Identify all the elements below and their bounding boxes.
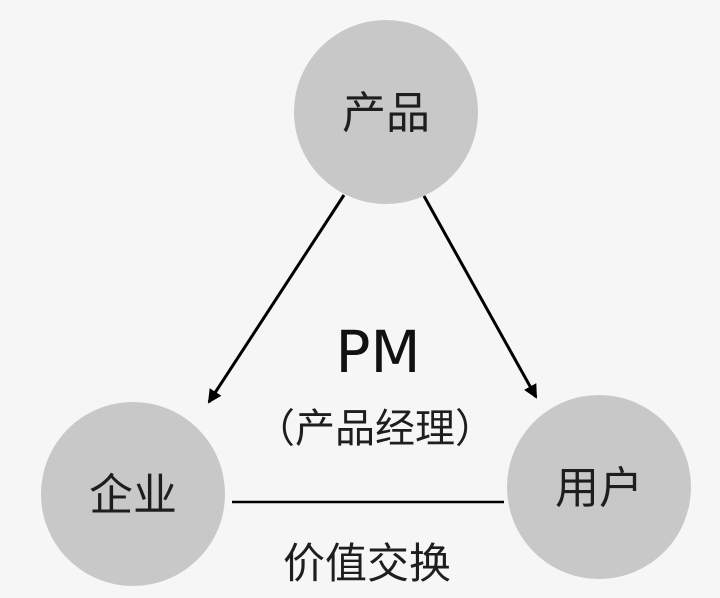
node-product-circle — [294, 20, 478, 204]
node-enterprise-label: 企业 — [89, 470, 177, 521]
arrow-product-to-enterprise — [207, 194, 346, 404]
node-user-label: 用户 — [555, 463, 643, 514]
node-product: 产品 — [294, 20, 478, 204]
edge-label: 价值交换 — [283, 539, 451, 588]
center-title: PM — [335, 318, 420, 386]
node-enterprise: 企业 — [41, 402, 225, 586]
node-enterprise-circle — [41, 402, 225, 586]
center-subtitle: （产品经理） — [255, 406, 495, 452]
node-user-circle — [507, 395, 691, 579]
arrow-product-to-user — [422, 195, 538, 399]
node-user: 用户 — [507, 395, 691, 579]
node-product-label: 产品 — [342, 88, 430, 139]
